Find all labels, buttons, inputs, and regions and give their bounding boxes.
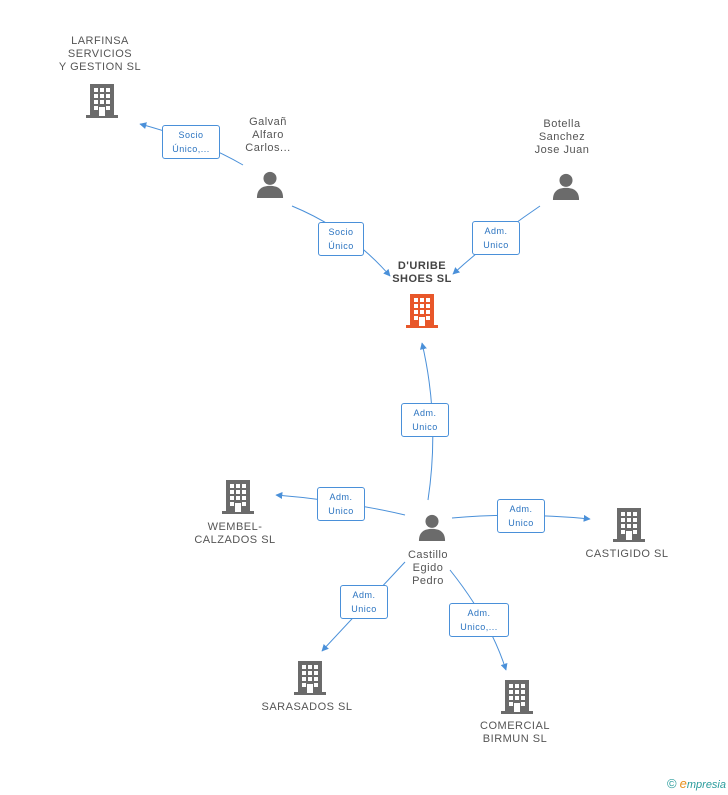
relation-line1: Socio <box>328 227 354 237</box>
relation-line1: Adm. <box>484 226 508 236</box>
relation-line2: Único,... <box>172 144 210 154</box>
relation-line2: Unico,... <box>460 622 498 632</box>
person-icon[interactable] <box>256 171 284 198</box>
node-castigido-line1: CASTIGIDO SL <box>585 548 669 560</box>
relation-galvan-larfinsa[interactable]: Socio Único,... <box>162 125 220 159</box>
relation-line2: Unico <box>412 422 438 432</box>
brand-name: mpresia <box>686 779 726 791</box>
brand-footer: ©empresia <box>667 776 726 791</box>
node-wembel-line1: WEMBEL- <box>207 521 263 533</box>
building-icon[interactable] <box>501 680 533 714</box>
relation-castillo-sarasados[interactable]: Adm. Unico <box>340 585 388 619</box>
node-larfinsa-line2: SERVICIOS <box>67 48 133 60</box>
relation-castillo-castigido[interactable]: Adm. Unico <box>497 499 545 533</box>
relation-castillo-duribe[interactable]: Adm. Unico <box>401 403 449 437</box>
building-icon[interactable] <box>222 480 254 514</box>
node-galvan-label[interactable]: Galvañ Alfaro Carlos... <box>220 116 316 155</box>
relation-line1: Adm. <box>413 408 437 418</box>
node-larfinsa-label[interactable]: LARFINSA SERVICIOS Y GESTION SL <box>40 35 160 74</box>
node-duribe-line1: D'URIBE <box>397 260 447 272</box>
building-icon[interactable] <box>86 84 118 118</box>
building-icon[interactable] <box>406 294 438 328</box>
node-galvan-line1: Galvañ <box>249 116 287 128</box>
relation-castillo-comercial[interactable]: Adm. Unico,... <box>449 603 509 637</box>
copyright-symbol: © <box>667 776 677 791</box>
node-castillo-label[interactable]: Castillo Egido Pedro <box>378 549 478 588</box>
brand-logo-e: e <box>679 776 687 791</box>
person-icon[interactable] <box>552 173 580 200</box>
node-wembel-line2: CALZADOS SL <box>194 534 276 546</box>
node-botella-line1: Botella <box>543 118 581 130</box>
node-wembel-label[interactable]: WEMBEL- CALZADOS SL <box>180 521 290 547</box>
node-larfinsa-line3: Y GESTION SL <box>58 61 142 73</box>
relation-line2: Unico <box>483 240 509 250</box>
node-larfinsa-line1: LARFINSA <box>71 35 129 47</box>
node-comercial-label[interactable]: COMERCIAL BIRMUN SL <box>460 720 570 746</box>
relation-line2: Unico <box>508 518 534 528</box>
node-duribe-label[interactable]: D'URIBE SHOES SL <box>372 260 472 286</box>
relation-line2: Unico <box>351 604 377 614</box>
node-castigido-label[interactable]: CASTIGIDO SL <box>572 548 682 561</box>
relation-line1: Adm. <box>509 504 533 514</box>
relation-line1: Adm. <box>329 492 353 502</box>
node-sarasados-label[interactable]: SARASADOS SL <box>252 701 362 714</box>
building-icon[interactable] <box>613 508 645 542</box>
relation-line2: Único <box>328 241 354 251</box>
node-galvan-line2: Alfaro <box>252 129 284 141</box>
node-castillo-line1: Castillo <box>407 549 449 561</box>
building-icon[interactable] <box>294 661 326 695</box>
node-comercial-line1: COMERCIAL <box>480 720 550 732</box>
relation-galvan-duribe[interactable]: Socio Único <box>318 222 364 256</box>
node-galvan-line3: Carlos... <box>245 142 291 154</box>
node-botella-line3: Jose Juan <box>534 144 590 156</box>
relation-line1: Adm. <box>352 590 376 600</box>
relation-line2: Unico <box>328 506 354 516</box>
node-botella-label[interactable]: Botella Sanchez Jose Juan <box>512 118 612 157</box>
node-botella-line2: Sanchez <box>538 131 586 143</box>
relation-line1: Socio <box>178 130 204 140</box>
node-castillo-line2: Egido <box>412 562 444 574</box>
node-duribe-line2: SHOES SL <box>392 273 452 285</box>
node-castillo-line3: Pedro <box>412 575 444 587</box>
relation-line1: Adm. <box>467 608 491 618</box>
relation-castillo-wembel[interactable]: Adm. Unico <box>317 487 365 521</box>
person-icon[interactable] <box>418 514 446 541</box>
node-comercial-line2: BIRMUN SL <box>482 733 548 745</box>
node-sarasados-line1: SARASADOS SL <box>261 701 353 713</box>
relation-botella-duribe[interactable]: Adm. Unico <box>472 221 520 255</box>
